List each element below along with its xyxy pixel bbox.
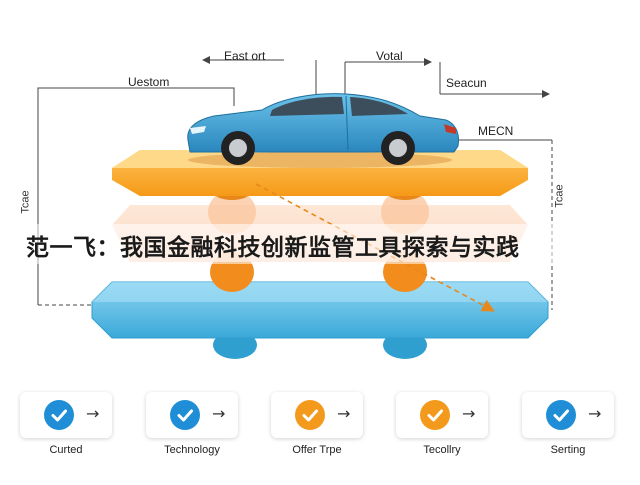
car-illustration	[187, 93, 459, 168]
step-card[interactable]: →	[522, 392, 614, 438]
check-icon	[295, 400, 325, 430]
label-uestom: Uestom	[128, 75, 170, 89]
label-east-ort: East ort	[224, 49, 266, 63]
arrow-right-icon: →	[337, 404, 351, 423]
label-right-vertical: Tcae	[553, 184, 566, 208]
step-card[interactable]: →	[396, 392, 488, 438]
step-label: Offer Trpe	[292, 444, 342, 456]
label-seacun: Seacun	[446, 76, 487, 90]
arrow-right-icon: →	[588, 404, 602, 423]
step-label: Curted	[49, 444, 83, 456]
arrow-right-icon: →	[86, 404, 100, 423]
check-icon	[420, 400, 450, 430]
step-card[interactable]: →	[146, 392, 238, 438]
arrow-right-icon: →	[462, 404, 476, 423]
step-card[interactable]: →	[271, 392, 363, 438]
title-banner	[0, 224, 640, 264]
step-label: Serting	[550, 444, 586, 456]
blue-platform	[91, 281, 549, 359]
check-icon	[44, 400, 74, 430]
label-votal: Votal	[376, 49, 403, 63]
arrow-right-icon: →	[212, 404, 226, 423]
step-label: Technology	[164, 444, 220, 456]
label-mecn: MECN	[478, 124, 514, 138]
label-left-vertical: Tcae	[19, 190, 32, 214]
step-label: Tecollry	[423, 444, 461, 456]
orange-platform	[112, 150, 528, 200]
step-card[interactable]: →	[20, 392, 112, 438]
page-title: 范一飞：我国金融科技创新监管工具探索与实践	[26, 235, 520, 261]
check-icon	[546, 400, 576, 430]
check-icon	[170, 400, 200, 430]
